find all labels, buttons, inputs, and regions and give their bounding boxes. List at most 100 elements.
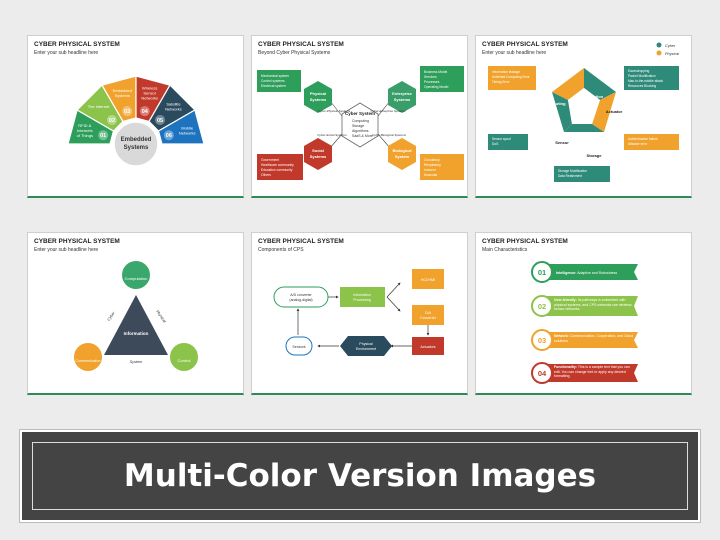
center-hex [341,102,379,148]
hex-label: Systems [310,154,327,159]
box-item: Attacker error [628,142,648,146]
item-desc: This is a sample text that you can edit.… [554,365,630,378]
link-label: Cyber-Physical Systems [318,109,351,113]
node-label: Environment [356,347,376,351]
banner-frame [32,442,688,510]
hex-social [304,138,332,170]
box-item: Unlimited Computing Error [492,75,530,79]
item-text: Functionality: This is a sample text tha… [554,365,634,379]
box-item: Healthcare community [261,163,294,167]
segment-number: 06 [166,133,172,139]
box-item: Government [261,158,279,162]
box-item: Man-in-the-middle attack [628,79,663,83]
item-number: 03 [538,336,546,345]
characteristics-list: 01 Intelligence: Adaptive and Robustness… [531,261,638,384]
slide-title: CYBER PHYSICAL SYSTEM [34,238,120,245]
beyond-cps-diagram: Cyber System Computing Storage Algorithm… [257,66,464,180]
box-item: Data Retainment [558,174,582,178]
node-computation [120,259,152,291]
hex-biological [388,138,416,170]
box-item: Electrical system [261,84,286,88]
box-social [257,154,303,180]
node-ad-converter [273,286,329,308]
thumbnail-cps-components[interactable]: CYBER PHYSICAL SYSTEM Components of CPS … [251,232,468,395]
hex-physical [304,81,332,113]
edge-label: Physical [155,309,166,323]
box-item: DoS [492,142,498,146]
link-label: Cyber-Social Systems [317,133,347,137]
box-item: Sensor spoof [492,137,511,141]
item-text: Intelligence: Adaptive and Robustness [556,271,617,275]
center-triangle [104,295,168,355]
box-item: Others [261,173,271,177]
slide-title: CYBER PHYSICAL SYSTEM [258,41,344,48]
box-sensor-threats [488,134,528,150]
slide-subtitle: Enter your sub headline here [482,50,547,56]
thumbnail-main-characteristics[interactable]: CYBER PHYSICAL SYSTEM Main Characteristi… [475,232,692,395]
box-item: Muscular [424,173,438,177]
segment-number-badge [139,106,150,117]
number-badge [531,362,553,384]
segment-label: Mobile [181,125,194,130]
characteristic-item: 02 User-friendly: Its pathways is embedd… [531,295,638,317]
characteristic-item: 01 Intelligence: Adaptive and Robustness [531,261,638,283]
thumbnail-cps-triangle[interactable]: CYBER PHYSICAL SYSTEM Enter your sub hea… [27,232,244,395]
item-desc: Adaptive and Robustness [577,271,617,275]
item-number: 04 [538,369,547,378]
hex-enterprise [388,81,416,113]
segment-label: Satellite [166,102,181,107]
thumbnail-cps-security[interactable]: CYBER PHYSICAL SYSTEM Enter your sub hea… [475,35,692,198]
box-item: Mechanical system [261,74,289,78]
number-badge [531,329,553,351]
segment-number-badge [98,130,109,141]
hex-label: Physical [310,91,326,96]
box-item: Resources Blocking [628,84,656,88]
node-label: Physical [359,342,373,346]
box-item: Processes [424,80,440,84]
item-desc: Its pathways is embedded with physical s… [554,298,632,311]
node-communication [72,341,104,373]
box-item: Control systems [261,79,285,83]
node-label: Sensors [292,345,305,349]
box-item: Services [424,75,437,79]
box-item: Information leakage [492,70,520,74]
segment-label: Wireless [142,85,157,90]
number-badge [531,261,553,283]
segment-number: 02 [109,118,115,124]
hex-label: System [395,154,410,159]
segment-label: Networks [141,95,158,100]
thumbnail-beyond-cps[interactable]: CYBER PHYSICAL SYSTEM Beyond Cyber Physi… [251,35,468,198]
slide-subtitle: Enter your sub headline here [34,50,99,56]
segment-number: 03 [124,109,130,115]
multi-color-banner: Multi-Color Version Images [19,429,701,523]
segment-number: 01 [100,133,106,139]
box-storage-threats [554,166,610,182]
banner-title: Multi-Color Version Images [123,458,597,494]
piece-communication [584,68,616,100]
box-communication-threats [624,66,679,90]
box-item: Authentication failure [628,137,658,141]
node-information-processing [340,287,385,307]
segment-label: RFID & [78,123,91,128]
box-enterprise [420,66,464,92]
item-text: Network: Communication, Cooperation, and… [554,334,634,343]
piece-storage [564,124,604,132]
legend-physical: Physical [665,52,679,56]
cps-security-diagram: Cyber Physical Communication Actuator St… [488,42,679,182]
box-biological [420,154,464,180]
link-label: Cyber-Biological Systems [372,133,407,137]
node-label: Converter [420,316,437,320]
node-label: Processing [353,298,370,302]
piece-sensor [552,92,572,132]
edge-label: System [130,360,143,364]
node-da-converter [412,305,444,325]
center-item: SaaS & More [352,134,373,138]
thumbnail-embedded-systems[interactable]: CYBER PHYSICAL SYSTEM Enter your sub hea… [27,35,244,198]
box-item: Timing Error [492,80,510,84]
hex-label: Enterprise [392,91,413,96]
item-text: User-friendly: Its pathways is embedded … [554,298,634,312]
item-bold: User-friendly: [554,298,577,302]
node-label: Communication [573,94,604,99]
hex-label: Systems [310,97,327,102]
